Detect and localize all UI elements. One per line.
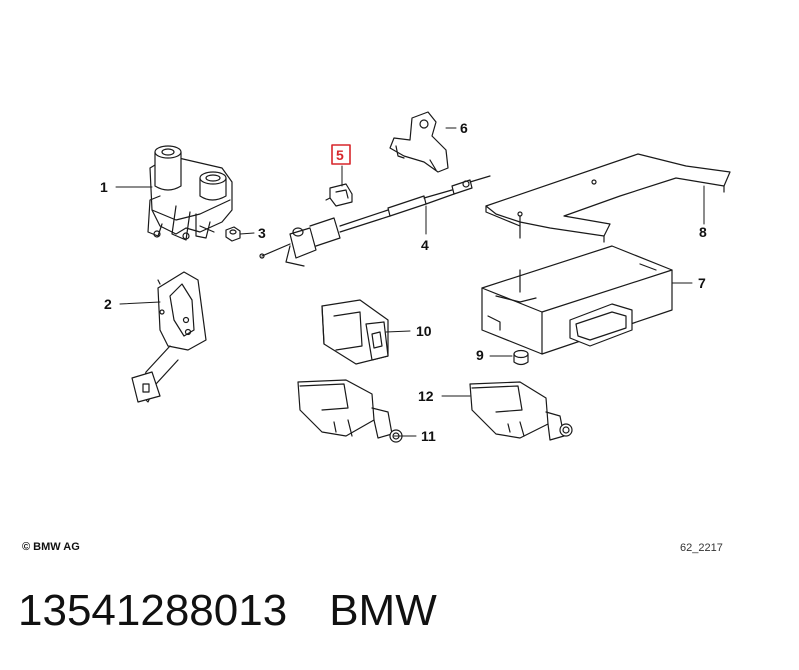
callout-7: 7 — [698, 275, 706, 291]
callout-12: 12 — [418, 388, 434, 404]
callout-6: 6 — [460, 120, 468, 136]
callout-5: 5 — [336, 147, 344, 163]
copyright-notice: © BMW AG — [22, 541, 80, 553]
leader-lines — [115, 127, 705, 437]
part-11-switch[interactable] — [297, 379, 403, 443]
drawing-code: 62_2217 — [680, 542, 723, 554]
part-6-bracket[interactable] — [389, 111, 449, 173]
part-caption: 13541288013 BMW — [18, 585, 437, 637]
part-1-actuator[interactable] — [147, 145, 233, 241]
callout-5-highlight-box — [331, 144, 351, 165]
part-2-bracket[interactable] — [131, 271, 207, 403]
callout-11: 11 — [421, 428, 436, 444]
part-number: 13541288013 — [18, 586, 288, 635]
part-9-grommet[interactable] — [513, 349, 529, 366]
part-8-mounting-plate[interactable] — [485, 153, 731, 243]
part-10-switch[interactable] — [321, 299, 389, 365]
part-5-clip[interactable] — [325, 183, 353, 207]
part-7-control-module[interactable] — [481, 245, 673, 355]
callout-2: 2 — [104, 296, 112, 312]
exploded-parts-diagram: 1 2 3 4 5 6 7 8 9 10 11 12 — [100, 111, 731, 444]
callout-8: 8 — [699, 224, 707, 240]
callout-1: 1 — [100, 179, 108, 195]
callout-9: 9 — [476, 347, 484, 363]
callout-10: 10 — [416, 323, 432, 339]
part-3-nut[interactable] — [225, 226, 241, 242]
callout-3: 3 — [258, 225, 266, 241]
part-4-cable[interactable] — [259, 175, 491, 267]
brand-name: BMW — [329, 586, 437, 635]
callout-labels: 1 2 3 4 5 6 7 8 9 10 11 12 — [100, 120, 707, 444]
part-12-switch[interactable] — [469, 381, 573, 441]
callout-4: 4 — [421, 237, 429, 253]
